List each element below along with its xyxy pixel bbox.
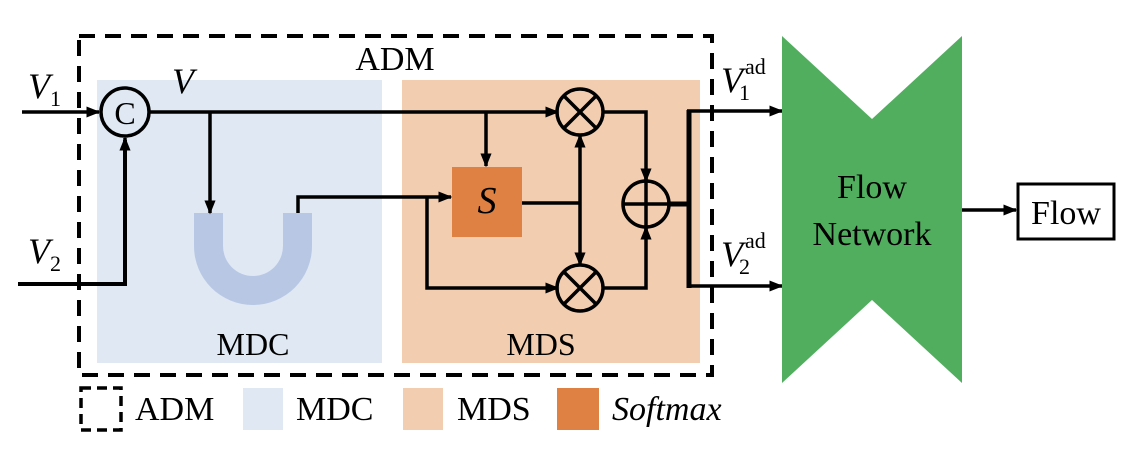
adm-boundary [77, 34, 714, 377]
v-label: V [172, 61, 198, 101]
legend-swatch-mdc [243, 388, 283, 430]
legend-label-adm: ADM [135, 391, 214, 428]
legend-swatch-mds [403, 388, 443, 430]
v2-input-label: V2 [28, 231, 61, 276]
flow-network-block [782, 36, 962, 383]
concat-symbol: C [114, 95, 135, 131]
flow-network-label-line1: Flow [837, 169, 907, 206]
legend-label-mds: MDS [457, 391, 531, 428]
mds-label: MDS [506, 326, 575, 362]
legend-label-mdc: MDC [296, 391, 373, 428]
legend-swatch-adm [79, 386, 123, 432]
v1-input-label: V1 [28, 66, 61, 111]
mdc-u-block [194, 213, 312, 305]
flow-network-label-line2: Network [813, 216, 932, 253]
legend-swatch-softmax [557, 388, 599, 430]
mdc-region [97, 80, 382, 363]
mdc-to-multiply2-arrow [425, 197, 560, 294]
adm-label: ADM [355, 41, 434, 78]
mdc-label: MDC [217, 326, 290, 362]
mdc-to-softmax-arrow [296, 191, 453, 213]
add-operator [621, 179, 671, 229]
flow-output-label: Flow [1031, 195, 1101, 232]
v2-wire [18, 140, 127, 286]
multiply2-to-add-wire [603, 228, 648, 290]
legend-label-softmax: Softmax [612, 391, 722, 428]
legend: ADM MDC MDS Softmax [79, 386, 722, 432]
mds-region [402, 80, 700, 363]
flow-output-box [1016, 182, 1116, 241]
softmax-symbol: S [478, 180, 497, 222]
multiply1-to-add-wire [603, 110, 648, 180]
softmax-block [452, 167, 522, 237]
